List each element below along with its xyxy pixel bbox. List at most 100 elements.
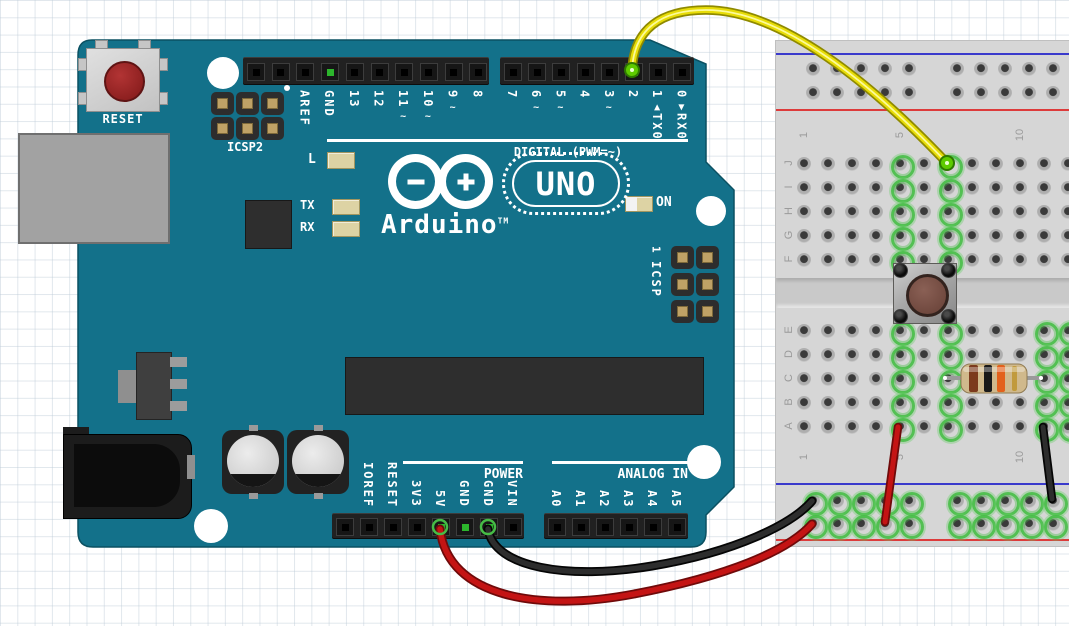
breadboard-hole (1061, 157, 1069, 171)
pin-digital_right-1[interactable] (649, 63, 668, 81)
resistor-band-gold (1012, 366, 1017, 391)
microcontroller-chip[interactable] (345, 357, 704, 415)
analog-caption: ANALOG IN (617, 467, 688, 482)
pin-label-A4: A4 (645, 489, 659, 508)
usb-interface-chip[interactable] (245, 200, 292, 249)
pin-label-3: 3~ (601, 90, 616, 114)
breadboard-hole (965, 181, 979, 195)
pin-power-0[interactable] (336, 518, 354, 536)
connected-hole-highlight (1044, 492, 1068, 516)
pin-label-A1: A1 (573, 489, 587, 508)
pin-power-RESET[interactable] (384, 518, 402, 536)
pin-analog-A0[interactable] (548, 518, 566, 536)
wire-black-gnd[interactable] (479, 496, 817, 577)
wire-red-5v[interactable] (431, 518, 817, 606)
icsp-pin[interactable] (211, 92, 234, 115)
mounting-hole (696, 196, 726, 226)
pin-analog-A5[interactable] (668, 518, 686, 536)
reset-button-cap[interactable] (104, 61, 145, 102)
pushbutton[interactable] (893, 263, 957, 324)
icsp-pin[interactable] (261, 117, 284, 140)
icsp-labels: 1 ICSP (648, 246, 664, 330)
led-on (625, 196, 653, 212)
breadboard-hole (917, 181, 931, 195)
breadboard-hole (869, 348, 883, 362)
icsp-pin[interactable] (671, 273, 694, 296)
icsp-pin[interactable] (236, 117, 259, 140)
pin-label-1: 1▲TX0 (650, 90, 665, 141)
jumper-black-a11-rail[interactable] (1038, 422, 1057, 504)
breadboard-hole (989, 157, 1003, 171)
pin-analog-A3[interactable] (620, 518, 638, 536)
capacitor[interactable] (222, 430, 284, 494)
resistor-band-black (984, 365, 992, 392)
pin-digital_right-0[interactable] (673, 63, 692, 81)
capacitor-lead (249, 425, 258, 431)
pin-digital_left-1[interactable] (271, 63, 290, 81)
pin-power-IOREF[interactable] (360, 518, 378, 536)
pin-label-10: 10~ (420, 90, 435, 123)
breadboard-hole (869, 324, 883, 338)
breadboard-hole (845, 372, 859, 386)
breadboard-hole (974, 86, 988, 100)
pin-digital_left-9[interactable] (444, 63, 463, 81)
icsp-pin1-label: 1 (649, 246, 663, 253)
icsp-pin[interactable] (261, 92, 284, 115)
pin-digital_right-6[interactable] (528, 63, 547, 81)
voltage-regulator[interactable] (136, 352, 172, 420)
pushbutton-cap[interactable] (906, 274, 949, 317)
pin-power-VIN[interactable] (504, 518, 522, 536)
pin-digital_left-AREF[interactable] (296, 63, 315, 81)
breadboard-hole (845, 205, 859, 219)
wire-yellow-signal[interactable] (624, 5, 955, 171)
icsp-pin[interactable] (696, 300, 719, 323)
icsp-pin[interactable] (696, 246, 719, 269)
pin-power-GND[interactable] (456, 518, 474, 536)
breadboard-hole (869, 181, 883, 195)
led-l (327, 152, 355, 169)
pin-digital_left-13[interactable] (345, 63, 364, 81)
pin-digital_left-11[interactable] (395, 63, 414, 81)
pin-label-6: 6~ (529, 90, 544, 114)
breadboard-hole (917, 348, 931, 362)
pin-analog-A4[interactable] (644, 518, 662, 536)
resistor-band-brown (969, 365, 978, 392)
pin-digital_left-12[interactable] (370, 63, 389, 81)
bottom-rail-positive-line (776, 539, 1069, 541)
pin-power-3V3[interactable] (408, 518, 426, 536)
pin-digital_left-8[interactable] (469, 63, 488, 81)
icsp-pin[interactable] (236, 92, 259, 115)
pin-digital_left-10[interactable] (419, 63, 438, 81)
breadboard-hole (1013, 181, 1027, 195)
pin-digital_right-4[interactable] (576, 63, 595, 81)
pin-analog-A1[interactable] (572, 518, 590, 536)
led-rx (332, 221, 360, 237)
icsp-pin[interactable] (696, 273, 719, 296)
aref-marker-dot (284, 85, 290, 91)
jumper-red-a5-rail[interactable] (880, 422, 903, 527)
capacitor[interactable] (287, 430, 349, 494)
pin-label-5V: 5V (433, 489, 447, 508)
pin-digital_left-0[interactable] (247, 63, 265, 81)
breadboard-hole (989, 181, 1003, 195)
icsp-pin[interactable] (671, 246, 694, 269)
pin-digital_left-GND[interactable] (321, 63, 340, 81)
capacitor-lead (249, 493, 258, 499)
connected-hole-highlight (891, 394, 915, 418)
icsp-pin[interactable] (211, 117, 234, 140)
arduino-board[interactable] (77, 39, 735, 548)
resistor[interactable] (943, 363, 1043, 394)
usb-connector[interactable] (18, 133, 170, 244)
pin-digital_right-7[interactable] (504, 63, 522, 81)
pin-digital_right-3[interactable] (600, 63, 619, 81)
led-on-label: ON (656, 195, 672, 210)
pin-analog-A2[interactable] (596, 518, 614, 536)
connected-hole-highlight (891, 370, 915, 394)
pushbutton-leg (893, 309, 908, 324)
pin-digital_right-5[interactable] (552, 63, 571, 81)
pin-label-A2: A2 (597, 489, 611, 508)
breadboard-hole (869, 372, 883, 386)
breadboard-hole (845, 253, 859, 267)
icsp-pin[interactable] (671, 300, 694, 323)
